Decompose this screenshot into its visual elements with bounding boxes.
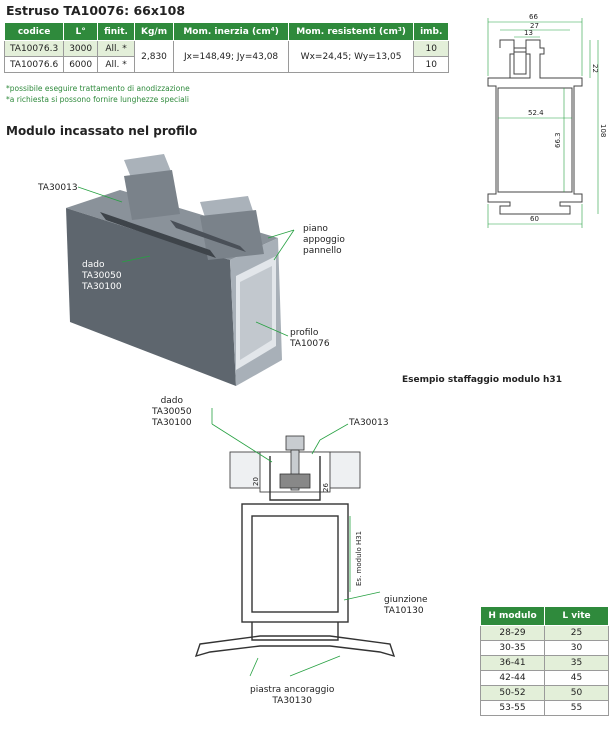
profile-section-drawing: 66 27 13 22 108 52.4 66.3 60 (487, 13, 607, 228)
dim-20: 20 (252, 477, 260, 486)
col-l: L° (63, 22, 99, 41)
col-imb: imb. (413, 22, 450, 41)
table-row: TA10076.6 6000 All. * 10 (3, 56, 450, 73)
label-ta30013-section: TA30013 (349, 418, 389, 428)
cell-h: 53-55 (480, 700, 545, 716)
cell-l: 30 (544, 640, 609, 656)
dim-66: 66 (529, 13, 538, 21)
dim-26: 26 (322, 483, 330, 492)
col-inerzia: Mom. inerzia (cm⁴) (173, 22, 290, 41)
label-giunzione: giunzione TA10130 (384, 595, 428, 616)
col-kgm: Kg/m (133, 22, 175, 41)
isometric-profile-drawing (66, 154, 295, 386)
col-l-vite: L vite (544, 606, 609, 626)
cell-h: 42-44 (480, 670, 545, 686)
dim-22: 22 (591, 64, 599, 73)
cell-codice: TA10076.3 (3, 40, 65, 57)
cell-h: 36-41 (480, 655, 545, 671)
cell-h: 28-29 (480, 625, 545, 641)
example-title: Esempio staffaggio modulo h31 (402, 375, 562, 385)
cell-imb: 10 (413, 40, 450, 57)
col-finit: finit. (97, 22, 135, 41)
cell-kgm: 2,830 (133, 40, 175, 73)
col-h-modulo: H modulo (480, 606, 545, 626)
cell-h: 30-35 (480, 640, 545, 656)
cell-finit: All. * (97, 56, 135, 73)
dim-13: 13 (524, 29, 533, 37)
cell-l: 6000 (63, 56, 99, 73)
h-table-header: H modulo L vite (480, 606, 609, 626)
dim-27: 27 (530, 22, 539, 30)
cell-h: 50-52 (480, 685, 545, 701)
label-piastra: piastra ancoraggio TA30130 (250, 685, 335, 706)
cell-finit: All. * (97, 40, 135, 57)
cell-codice: TA10076.6 (3, 56, 65, 73)
spec-table: codice L° finit. Kg/m Mom. inerzia (cm⁴)… (3, 22, 450, 73)
label-ta30013: TA30013 (38, 183, 78, 193)
note-anodizzazione: *possibile eseguire trattamento di anodi… (6, 84, 190, 93)
col-codice: codice (3, 22, 65, 41)
section-title: Modulo incassato nel profilo (6, 124, 198, 138)
cell-l: 45 (544, 670, 609, 686)
cell-l: 55 (544, 700, 609, 716)
cell-resistenti: Wx=24,45; Wy=13,05 (288, 40, 415, 73)
label-piano-appoggio: piano appoggio pannello (303, 224, 345, 256)
spec-header-row: codice L° finit. Kg/m Mom. inerzia (cm⁴)… (3, 22, 450, 41)
label-dado-iso: dado TA30050 TA30100 (82, 260, 122, 292)
cell-l: 25 (544, 625, 609, 641)
cell-l: 35 (544, 655, 609, 671)
dim-66-3: 66.3 (554, 132, 562, 148)
label-profilo: profilo TA10076 (290, 328, 330, 349)
label-modulo-h31: Es. modulo H31 (355, 531, 363, 586)
dim-60: 60 (530, 215, 539, 223)
col-resistenti: Mom. resistenti (cm³) (288, 22, 415, 41)
dim-52-4: 52.4 (528, 109, 544, 117)
dim-108: 108 (599, 124, 607, 137)
table-row: TA10076.3 3000 All. * 2,830 Jx=148,49; J… (3, 40, 450, 73)
page-title: Estruso TA10076: 66x108 (6, 3, 186, 18)
cell-inerzia: Jx=148,49; Jy=43,08 (173, 40, 290, 73)
cell-l: 3000 (63, 40, 99, 57)
mounting-section-drawing: 20 26 Es. modulo H31 (194, 408, 396, 677)
cell-imb: 10 (413, 56, 450, 73)
note-lunghezze: *a richiesta si possono fornire lunghezz… (6, 95, 189, 104)
cell-l: 50 (544, 685, 609, 701)
label-dado-section: dado TA30050 TA30100 (152, 396, 192, 428)
